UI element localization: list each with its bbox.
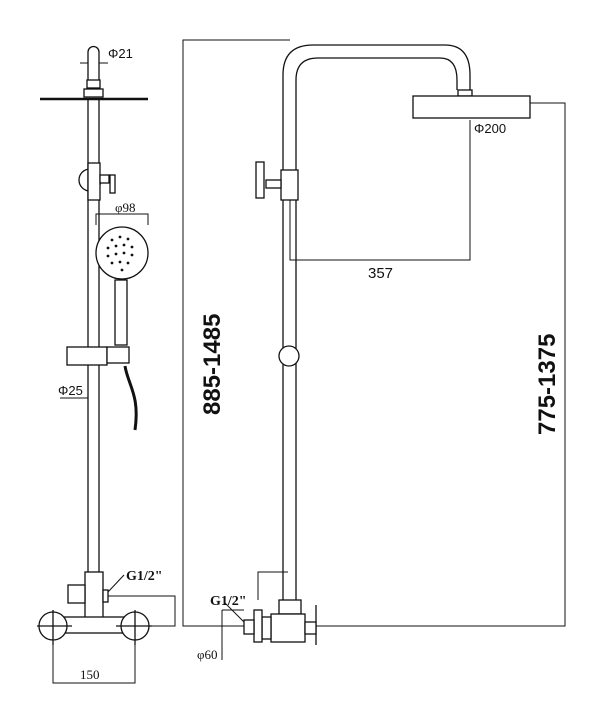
front-view: Φ21 φ98 Φ25 G1/2" 150: [37, 45, 176, 684]
hand-shower-handle: [114, 279, 128, 346]
front-inlet-thread-label: G1/2": [126, 569, 163, 584]
flange-diameter-label: φ60: [197, 647, 218, 662]
head-height-dimension: [296, 102, 566, 627]
pipe-diameter-label: Φ21: [108, 46, 133, 61]
head-height-label: 775-1375: [534, 334, 561, 435]
riser-outer: [282, 44, 471, 600]
overall-height-dimension: [182, 39, 290, 627]
rain-head-side: [412, 95, 531, 119]
side-inlet-thread-label: G1/2": [210, 594, 247, 609]
rain-head-diameter-label: Φ200: [474, 121, 506, 136]
rail-diameter-label: Φ25: [58, 383, 83, 398]
hose: [123, 365, 138, 431]
diverter-side: [280, 169, 299, 201]
valve-body: [278, 599, 302, 615]
arm-reach-dimension: [289, 120, 471, 261]
diverter-handle: [255, 161, 265, 199]
wall-flange: [253, 609, 263, 643]
inlet-spacing-label: 150: [80, 667, 100, 682]
slider-side: [278, 345, 300, 367]
inlet-spacing-dimension: [52, 645, 136, 684]
hand-shower-head: [95, 226, 149, 280]
side-view: 885-1485 Φ200 357 775-1375 G1/2" φ60: [182, 39, 566, 662]
overall-height-label: 885-1485: [199, 314, 226, 415]
mixer-column: [84, 571, 104, 621]
shower-arm-top: [87, 45, 100, 92]
slider-bracket: [66, 346, 108, 366]
arm-reach-label: 357: [368, 265, 393, 282]
spray-nozzles: [106, 235, 134, 272]
hand-shower-diameter-label: φ98: [115, 200, 136, 215]
